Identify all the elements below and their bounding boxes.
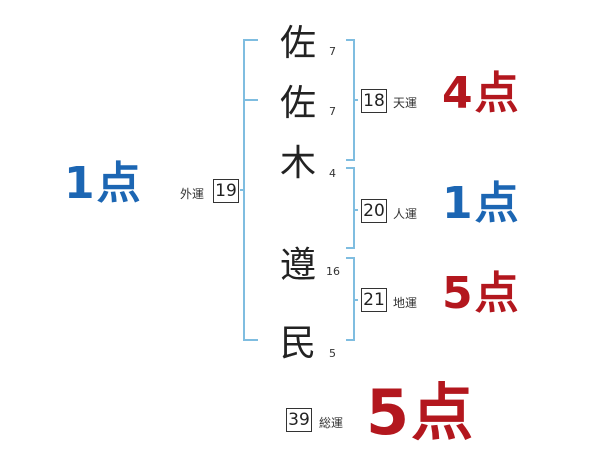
name-char-1: 佐 xyxy=(280,23,317,64)
stroke-count-5: 5 xyxy=(329,347,336,360)
name-char-4: 遵 xyxy=(280,245,317,286)
jinun-label: 人運 xyxy=(393,207,418,221)
chiun-bracket xyxy=(346,257,358,341)
name-char-2: 佐 xyxy=(280,83,317,124)
name-char-5: 民 xyxy=(280,323,317,364)
stroke-count-3: 4 xyxy=(329,167,336,180)
chiun-score: 5点 xyxy=(442,268,521,319)
gaiun-label: 外運 xyxy=(180,187,205,201)
tenun-bracket xyxy=(346,39,358,161)
gaiun-value: 19 xyxy=(213,179,239,203)
name-char-3: 木 xyxy=(280,143,317,184)
tenun-score: 4点 xyxy=(442,68,521,119)
outer-bracket xyxy=(243,39,258,341)
jinun-bracket xyxy=(346,167,358,249)
gaiun-score: 1点 xyxy=(64,158,143,209)
chiun-value: 21 xyxy=(361,288,387,312)
souun-value: 39 xyxy=(286,408,312,432)
stroke-count-2: 7 xyxy=(329,105,336,118)
jinun-score: 1点 xyxy=(442,178,521,229)
souun-score: 5点 xyxy=(366,376,476,449)
souun-label: 総運 xyxy=(319,416,344,430)
tenun-value: 18 xyxy=(361,89,387,113)
stroke-count-1: 7 xyxy=(329,45,336,58)
chiun-label: 地運 xyxy=(393,296,418,310)
stroke-count-4: 16 xyxy=(326,265,340,278)
jinun-value: 20 xyxy=(361,199,387,223)
tenun-label: 天運 xyxy=(393,96,418,110)
